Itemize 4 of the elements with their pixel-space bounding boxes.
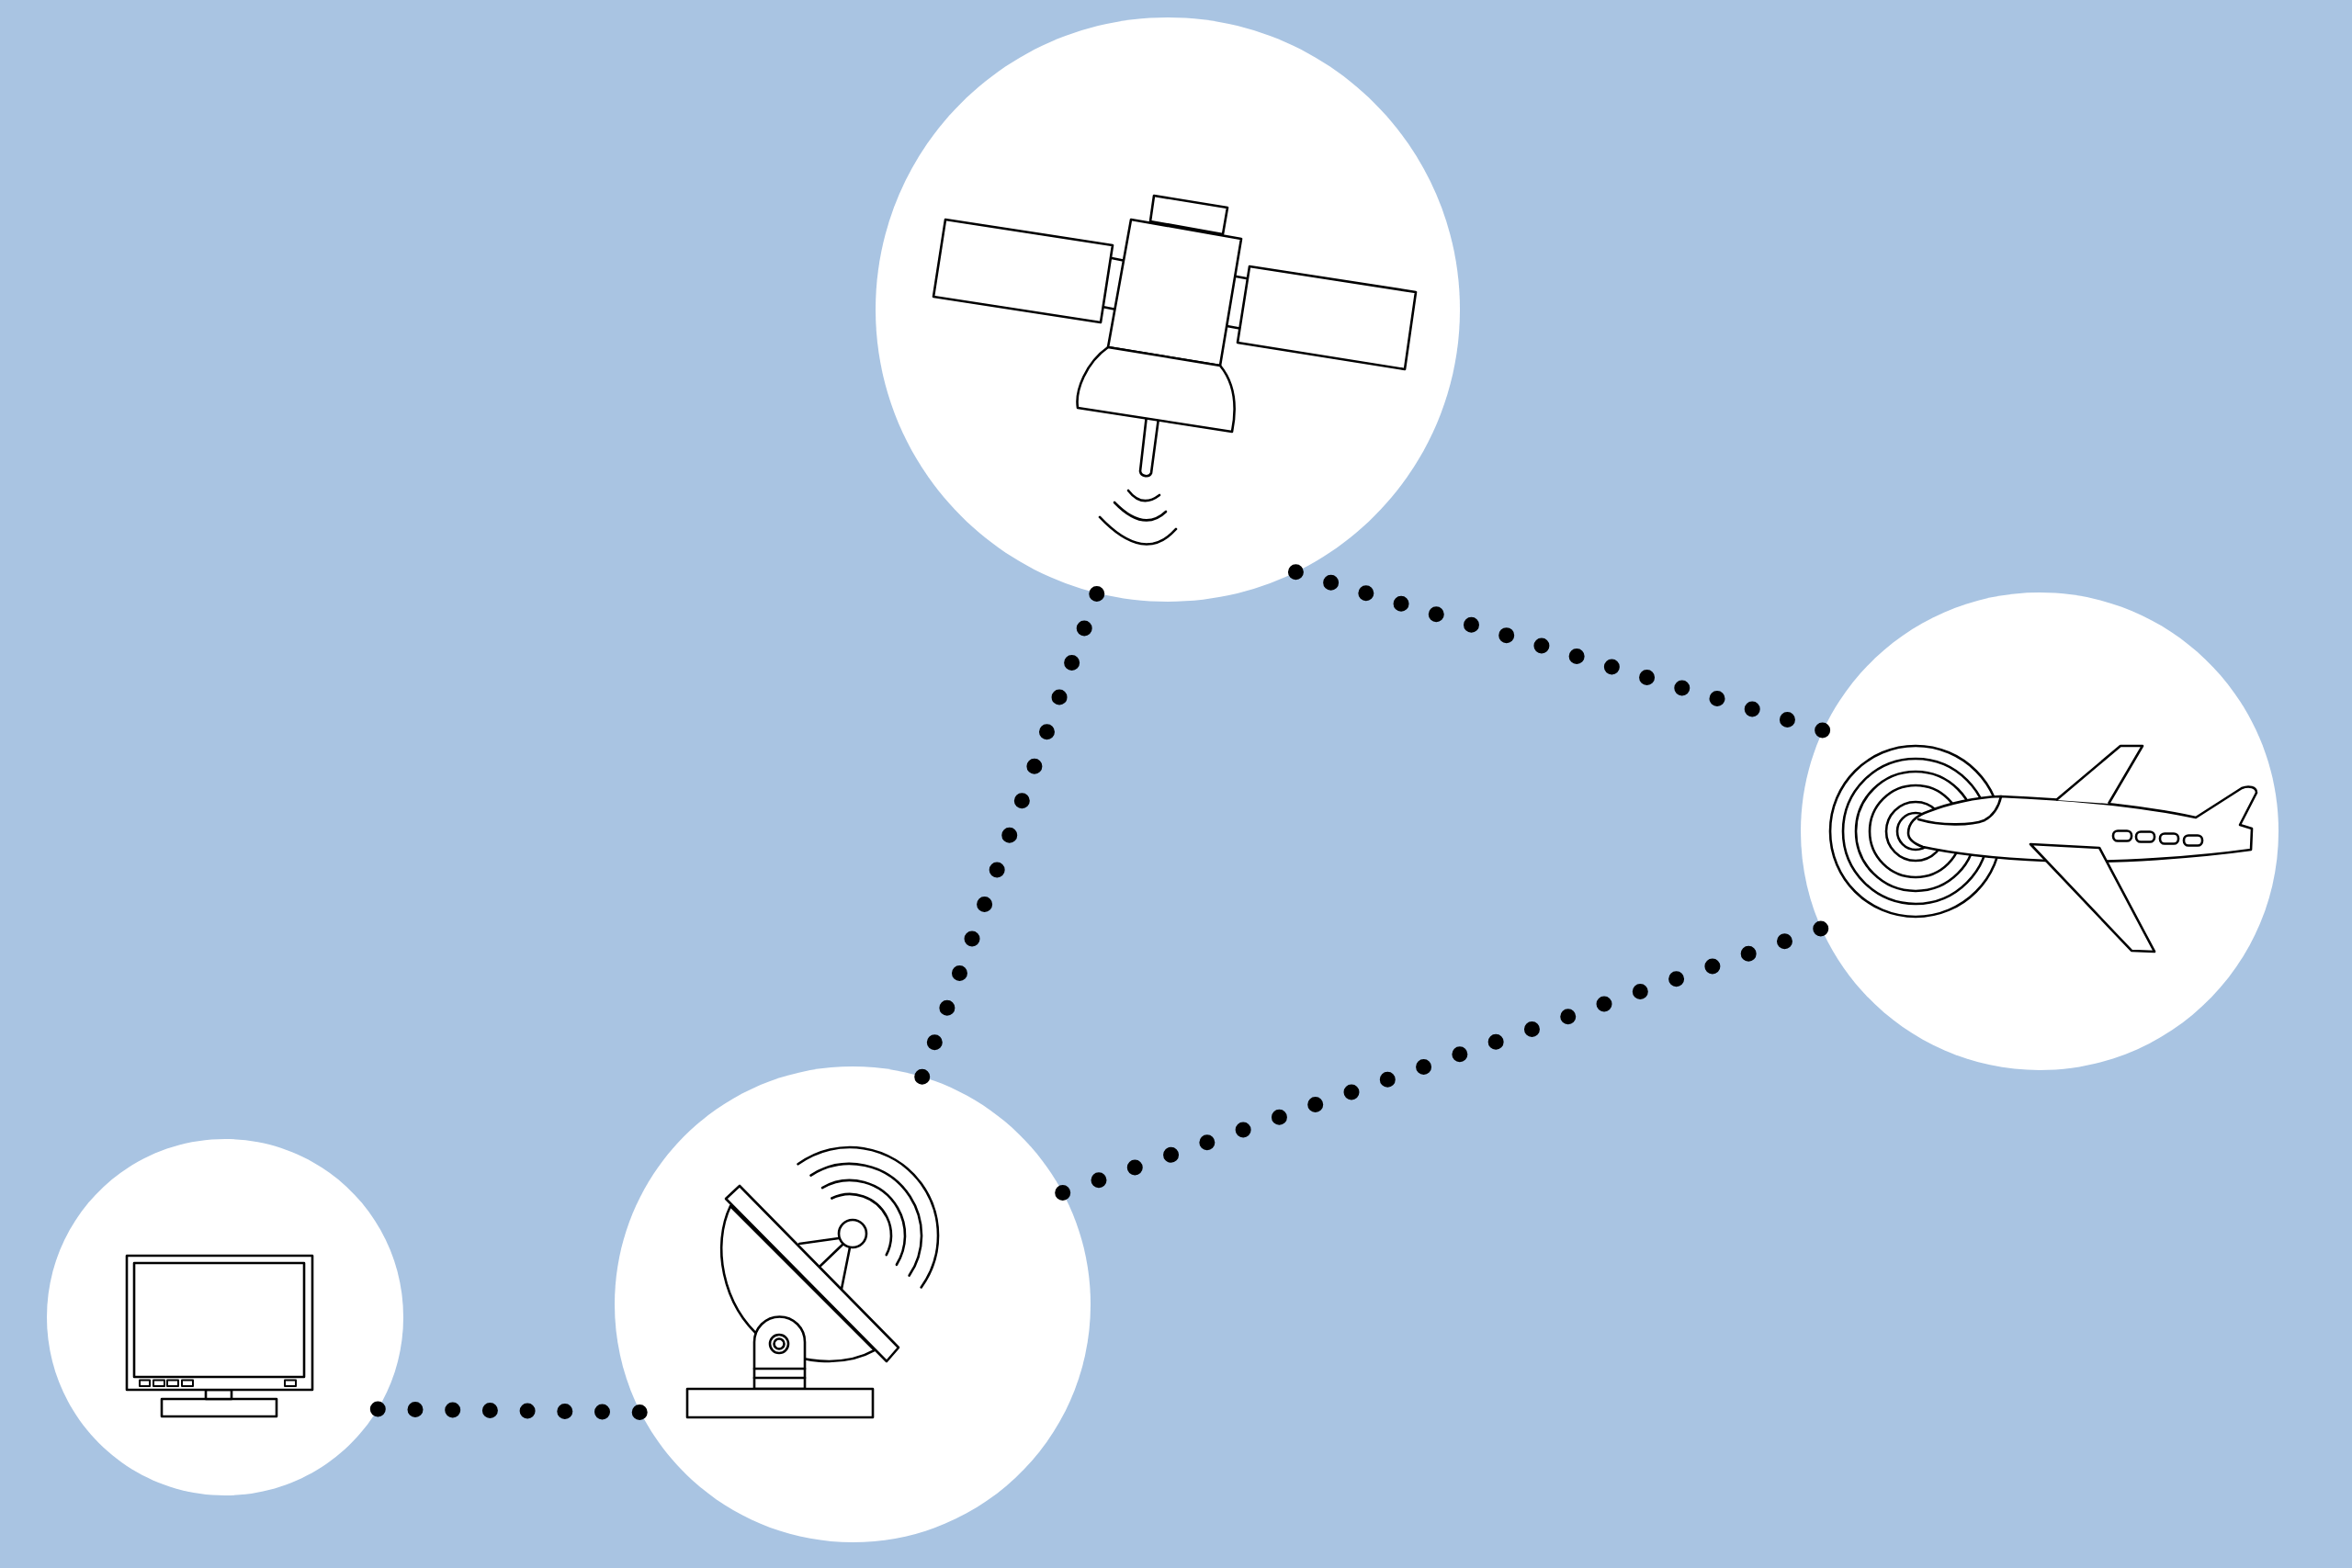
dotted-line [1055,920,1829,1201]
dotted-line [1287,564,1831,739]
dotted-line [369,1401,649,1421]
dotted-line [914,585,1105,1085]
